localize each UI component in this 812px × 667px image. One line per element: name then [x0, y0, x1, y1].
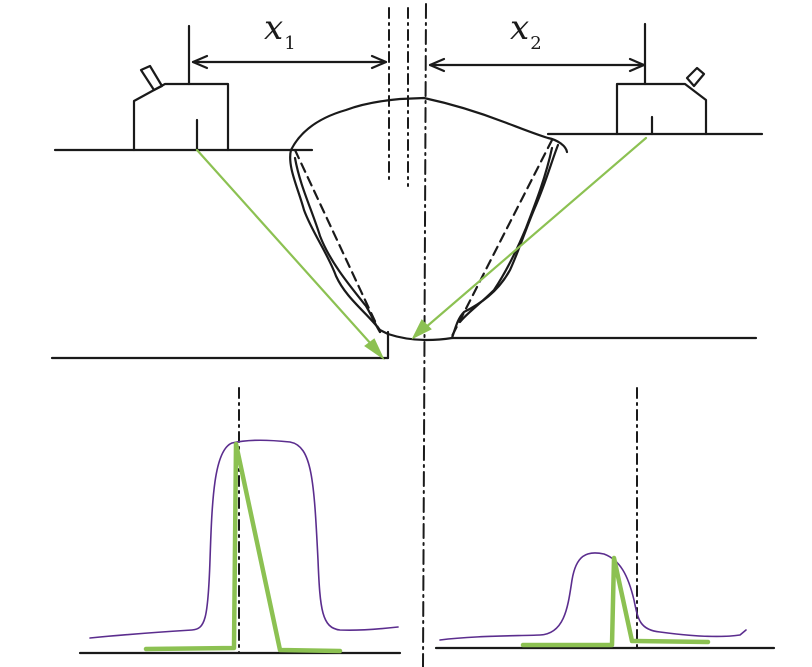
- right-beam-path: [416, 136, 648, 336]
- groove-line-left: [293, 148, 382, 334]
- x2-dimension-arrow: [428, 57, 646, 73]
- right-beam-arrowhead: [411, 319, 432, 340]
- x1-label: x1: [264, 8, 296, 54]
- left-signal-gate: [143, 441, 343, 654]
- left-signal-envelope: [89, 439, 399, 639]
- x2-label-main: x: [510, 8, 530, 48]
- left-beam-arrowhead: [364, 338, 385, 361]
- weld-fusion-line-right: [458, 146, 554, 324]
- groove-line-right: [450, 138, 554, 338]
- left-beam-path: [195, 148, 382, 356]
- weld-bead-outline: [289, 96, 569, 342]
- right-probe: [615, 66, 708, 136]
- weld-centerline-main: [422, 3, 427, 667]
- x1-dimension-arrow: [191, 54, 388, 70]
- right-signal-gate: [520, 555, 711, 648]
- right-signal-envelope: [439, 552, 747, 641]
- x1-label-main: x: [264, 8, 284, 48]
- x1-label-subscript: 1: [284, 33, 296, 54]
- x2-label-subscript: 2: [530, 33, 542, 54]
- left-probe: [132, 64, 230, 152]
- x2-label: x2: [510, 8, 542, 54]
